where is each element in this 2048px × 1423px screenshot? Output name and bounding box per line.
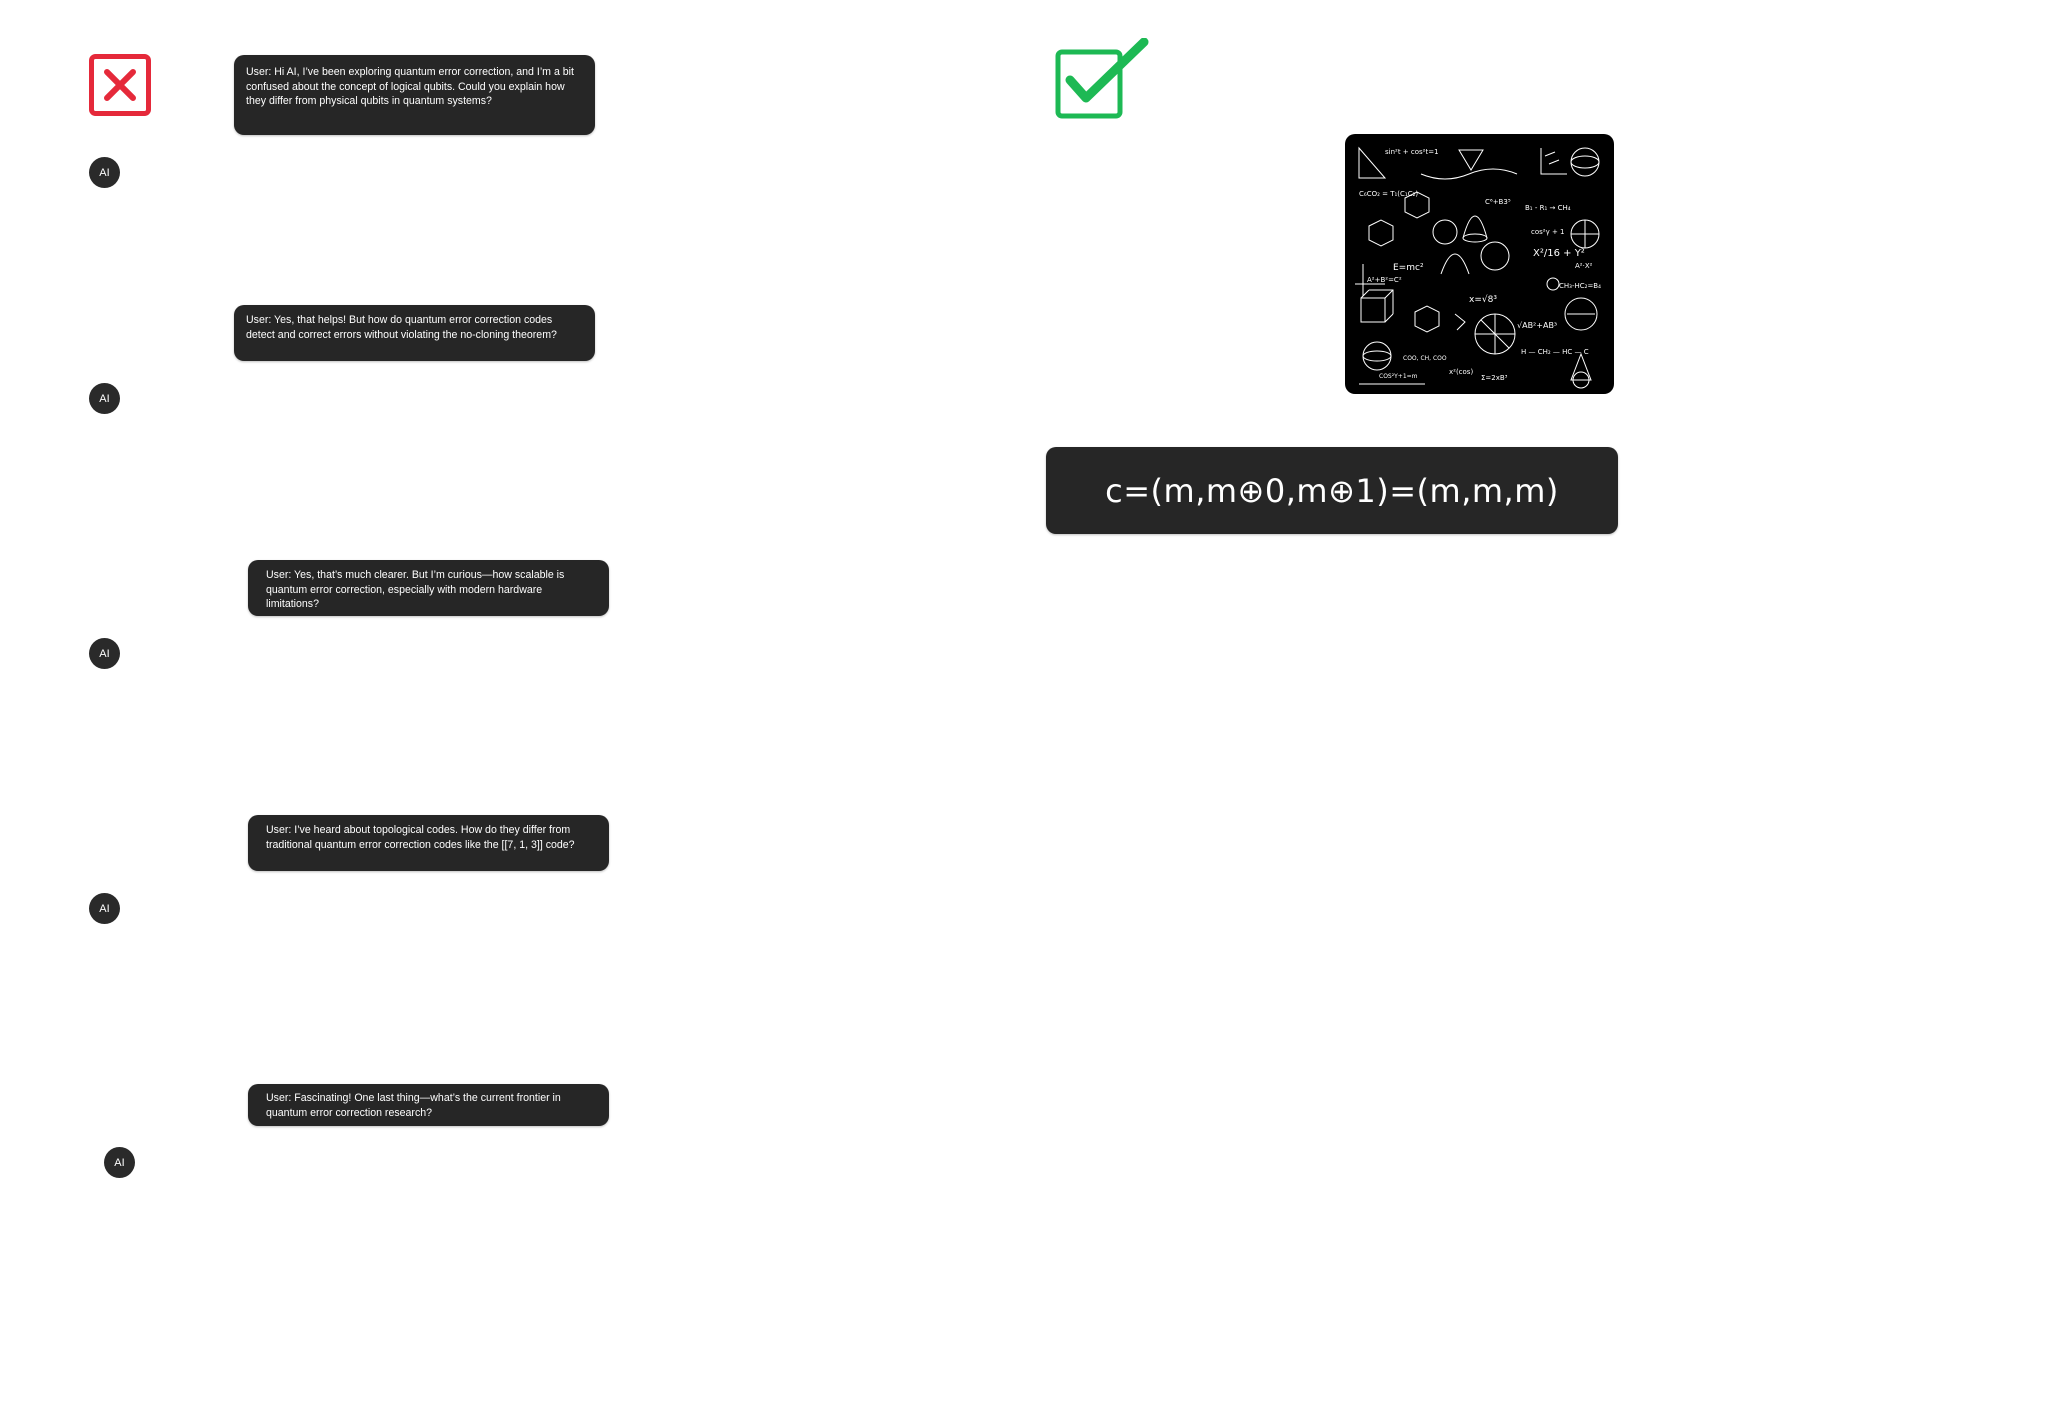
svg-text:sin²t + cos²t=1: sin²t + cos²t=1 bbox=[1385, 148, 1439, 156]
svg-text:C₆CO₂ = T₁(C₁C₂): C₆CO₂ = T₁(C₁C₂) bbox=[1359, 190, 1418, 198]
svg-text:A²·X²: A²·X² bbox=[1575, 262, 1593, 270]
user-message-3-text: User: Yes, that’s much clearer. But I’m … bbox=[266, 569, 565, 611]
svg-text:COO, CH, COO: COO, CH, COO bbox=[1403, 355, 1447, 362]
ai-avatar-3: AI bbox=[89, 638, 120, 669]
ai-avatar-4: AI bbox=[89, 893, 120, 924]
chalkboard-formulas-image: sin²t + cos²t=1 C₆CO₂ = T₁(C₁C₂) C⁶+B3⁵ … bbox=[1345, 134, 1614, 394]
user-message-3: User: Yes, that’s much clearer. But I’m … bbox=[248, 560, 609, 616]
ai-avatar-2: AI bbox=[89, 383, 120, 414]
svg-text:cos²γ + 1: cos²γ + 1 bbox=[1531, 228, 1565, 236]
formula-text: c=(m,m⊕0,m⊕1)=(m,m,m) bbox=[1105, 471, 1559, 510]
svg-text:COS²Y+1=m: COS²Y+1=m bbox=[1379, 373, 1418, 380]
svg-text:CH₃-HC₂=B₄: CH₃-HC₂=B₄ bbox=[1559, 282, 1601, 290]
svg-text:x=√8³: x=√8³ bbox=[1469, 294, 1497, 305]
ai-avatar-5: AI bbox=[104, 1147, 135, 1178]
user-message-5: User: Fascinating! One last thing—what’s… bbox=[248, 1084, 609, 1126]
svg-text:A²+B²=C²: A²+B²=C² bbox=[1367, 276, 1402, 284]
svg-text:x²(cos): x²(cos) bbox=[1449, 368, 1473, 376]
check-mark-icon bbox=[1050, 37, 1150, 122]
ai-avatar-1: AI bbox=[89, 157, 120, 188]
user-message-1-text: User: Hi AI, I’ve been exploring quantum… bbox=[246, 66, 574, 108]
user-message-1: User: Hi AI, I’ve been exploring quantum… bbox=[234, 55, 595, 135]
svg-text:B₁ - R₁ → CH₄: B₁ - R₁ → CH₄ bbox=[1525, 204, 1571, 212]
svg-text:C⁶+B3⁵: C⁶+B3⁵ bbox=[1485, 198, 1511, 206]
user-message-4: User: I’ve heard about topological codes… bbox=[248, 815, 609, 871]
svg-text:√AB²+AB³: √AB²+AB³ bbox=[1517, 321, 1557, 330]
svg-text:Σ=2xB³: Σ=2xB³ bbox=[1481, 374, 1508, 382]
formula-card: c=(m,m⊕0,m⊕1)=(m,m,m) bbox=[1046, 447, 1618, 534]
svg-text:X²/16 + Y²: X²/16 + Y² bbox=[1533, 248, 1585, 259]
user-message-2: User: Yes, that helps! But how do quantu… bbox=[234, 305, 595, 361]
x-mark-icon bbox=[89, 54, 151, 116]
user-message-2-text: User: Yes, that helps! But how do quantu… bbox=[246, 314, 557, 341]
svg-text:H — CH₂ — HC — C: H — CH₂ — HC — C bbox=[1521, 348, 1589, 356]
user-message-4-text: User: I’ve heard about topological codes… bbox=[266, 824, 575, 851]
user-message-5-text: User: Fascinating! One last thing—what’s… bbox=[266, 1092, 561, 1119]
svg-text:E=mc²: E=mc² bbox=[1393, 263, 1424, 273]
